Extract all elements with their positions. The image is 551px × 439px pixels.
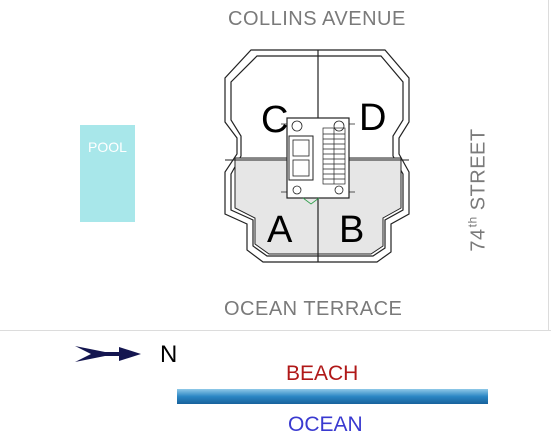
stairwell — [322, 127, 346, 185]
frame-edge-bottom — [0, 330, 551, 331]
pool-label: POOL — [88, 139, 127, 155]
north-arrow-icon — [75, 346, 141, 362]
elevator-cab-2 — [292, 159, 310, 177]
ocean-water-band — [177, 389, 488, 404]
building-outline — [224, 49, 410, 263]
beach-label: BEACH — [286, 362, 359, 385]
ocean-label: OCEAN — [288, 413, 363, 436]
street-label-ocean-terrace: OCEAN TERRACE — [224, 298, 403, 320]
unit-label-b: B — [339, 209, 364, 251]
north-label: N — [160, 341, 178, 368]
elevator-cab-1 — [292, 139, 310, 157]
unit-label-c: C — [261, 99, 288, 141]
core-details — [281, 120, 355, 195]
pool: POOL — [80, 125, 135, 222]
street-number-suffix: th — [465, 216, 480, 228]
floor-plan: C D A B — [224, 49, 410, 263]
frame-edge-right — [548, 0, 549, 330]
street-word: STREET — [467, 128, 490, 211]
elevator-1 — [288, 135, 314, 181]
unit-label-d: D — [359, 97, 386, 139]
street-label-74th-street: 74th STREET — [466, 128, 491, 251]
unit-label-a: A — [267, 209, 293, 251]
street-label-collins-avenue: COLLINS AVENUE — [228, 8, 406, 30]
core-exit-marker — [302, 197, 320, 205]
street-number: 74 — [467, 228, 490, 252]
